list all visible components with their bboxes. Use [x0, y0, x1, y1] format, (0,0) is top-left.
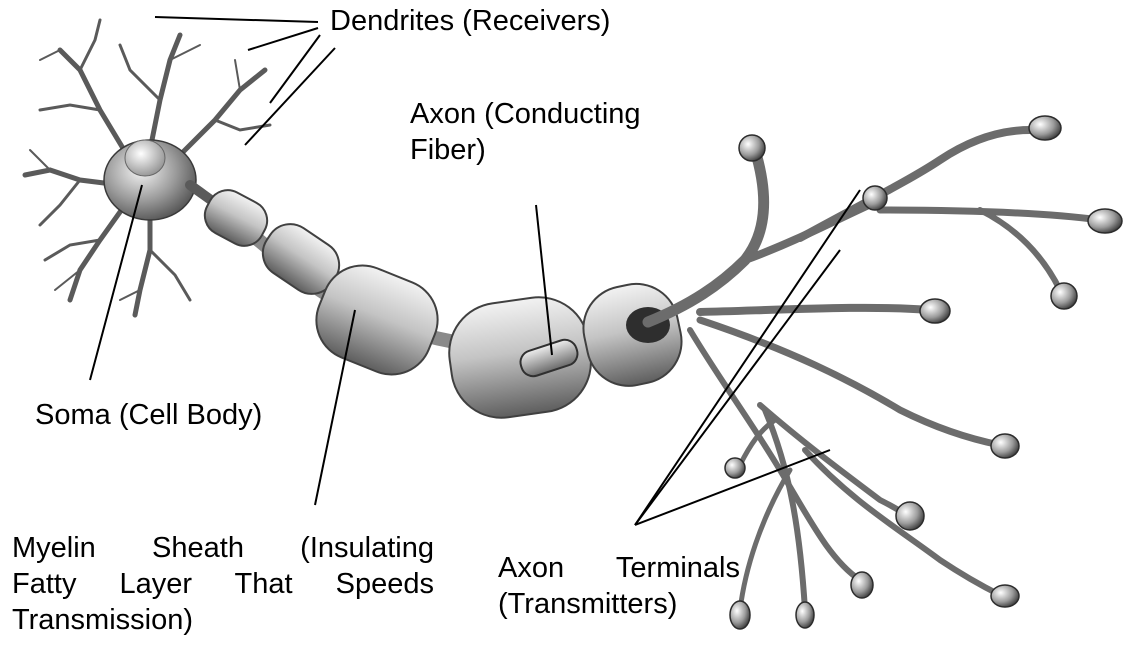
myelin-sheath — [198, 183, 690, 424]
leader-lines — [90, 17, 860, 525]
terminals-label-line2: (Transmitters) — [498, 586, 740, 622]
soma-label: Soma (Cell Body) — [35, 397, 262, 433]
soma-body — [104, 140, 218, 220]
axon-terminals-label: Axon Terminals (Transmitters) — [498, 550, 740, 622]
axon-label-line2: Fiber) — [410, 132, 641, 168]
dendrites-label: Dendrites (Receivers) — [330, 3, 610, 39]
terminals-label-line1: Axon Terminals — [498, 550, 740, 586]
myelin-label-line3: Transmission) — [12, 602, 434, 638]
axon-label: Axon (Conducting Fiber) — [410, 96, 641, 168]
terminal-bulbs — [725, 116, 1122, 629]
myelin-label-line1: Myelin Sheath (Insulating — [12, 530, 434, 566]
myelin-label-line2: Fatty Layer That Speeds — [12, 566, 434, 602]
myelin-sheath-label: Myelin Sheath (Insulating Fatty Layer Th… — [12, 530, 434, 638]
axon-label-line1: Axon (Conducting — [410, 96, 641, 132]
